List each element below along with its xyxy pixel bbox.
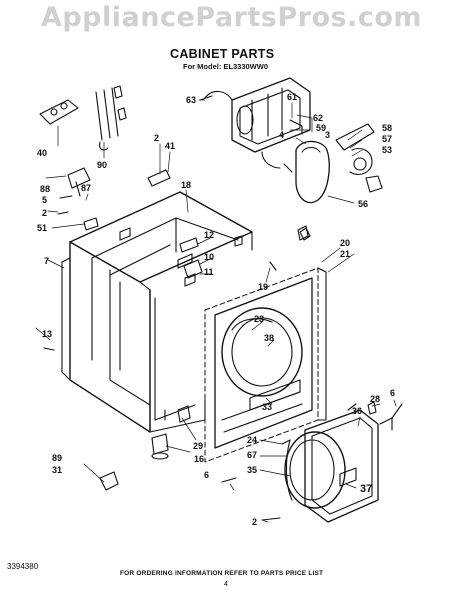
callout-88: 88 — [40, 184, 50, 194]
page-number: 4 — [224, 581, 228, 588]
callout-37: 37 — [360, 483, 372, 495]
callout-58: 58 — [382, 123, 392, 133]
callout-53: 53 — [382, 145, 392, 155]
front-panel — [204, 227, 327, 463]
callout-62: 62 — [313, 113, 323, 123]
callout-24: 24 — [247, 435, 257, 445]
callout-2-c: 2 — [252, 517, 257, 527]
callout-28: 28 — [370, 394, 380, 404]
callout-90: 90 — [97, 160, 107, 170]
callout-13: 13 — [42, 329, 52, 339]
callout-21: 21 — [340, 249, 350, 259]
callout-87: 87 — [81, 183, 91, 193]
callout-61: 61 — [287, 92, 297, 102]
callout-19: 19 — [258, 282, 268, 292]
callout-35: 35 — [247, 465, 257, 475]
callout-18: 18 — [181, 180, 191, 190]
callout-59: 59 — [316, 123, 326, 133]
callout-5: 5 — [42, 195, 47, 205]
callout-6: 6 — [390, 388, 395, 398]
ordering-note: FOR ORDERING INFORMATION REFER TO PARTS … — [120, 570, 324, 577]
callout-89: 89 — [52, 453, 62, 463]
callout-56: 56 — [358, 199, 368, 209]
callout-4: 4 — [279, 130, 284, 140]
callout-51: 51 — [37, 223, 47, 233]
callout-2: 2 — [154, 133, 159, 143]
callout-16: 16 — [194, 454, 204, 464]
part-number: 3394380 — [7, 562, 39, 571]
callout-20: 20 — [340, 238, 350, 248]
callout-36: 36 — [352, 406, 362, 416]
callout-57: 57 — [382, 134, 392, 144]
cabinet-body — [61, 191, 253, 433]
callout-41: 41 — [165, 141, 175, 151]
callout-23: 23 — [254, 314, 264, 324]
callout-33: 33 — [262, 402, 272, 412]
callout-6-b: 6 — [204, 470, 209, 480]
callout-11: 11 — [204, 267, 214, 277]
callout-40: 40 — [37, 148, 47, 158]
motor-assembly — [199, 77, 383, 204]
callout-2-b: 2 — [42, 208, 47, 218]
callout-7: 7 — [44, 256, 49, 266]
callout-29: 29 — [193, 441, 203, 451]
leader-lines — [35, 99, 397, 523]
callout-67: 67 — [247, 450, 257, 460]
small-parts — [39, 85, 403, 521]
door-assembly — [284, 403, 393, 523]
model-line: For Model: EL3330WW0 — [183, 62, 269, 71]
callout-numbers: 63 61 62 3 59 58 57 53 56 40 90 2 41 88 … — [37, 92, 395, 527]
callout-12: 12 — [204, 230, 214, 240]
callout-10: 10 — [204, 252, 214, 262]
diagram-title: CABINET PARTS — [170, 47, 275, 61]
callout-31: 31 — [52, 465, 62, 475]
callout-63: 63 — [186, 95, 196, 105]
callout-3: 3 — [325, 130, 330, 140]
callout-38: 38 — [264, 333, 274, 343]
